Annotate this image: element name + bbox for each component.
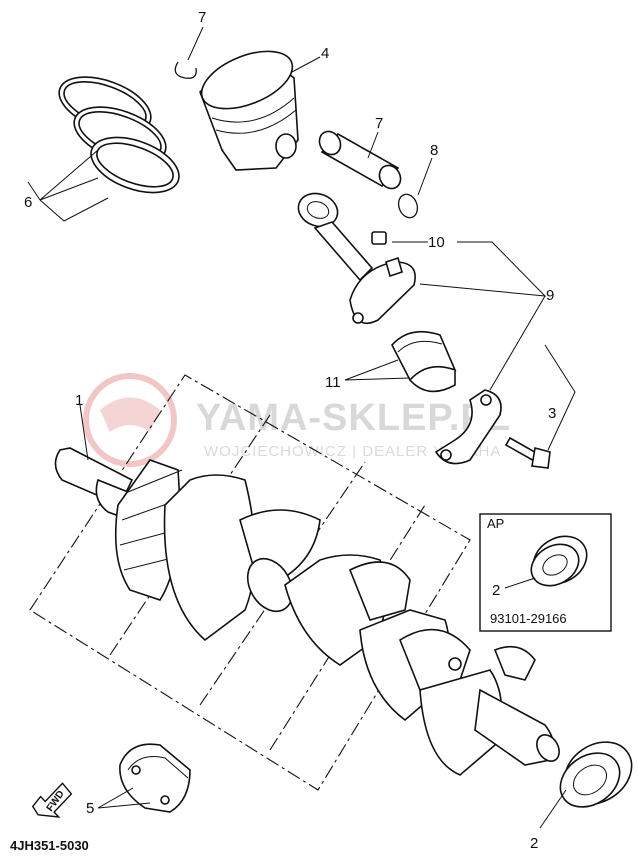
circlip-right <box>397 193 419 219</box>
callout-11: 11 <box>325 374 341 391</box>
fwd-arrow: FWD <box>31 782 73 818</box>
ap-box-title: AP <box>487 516 504 531</box>
cap-bolt <box>504 436 551 469</box>
rod-nut <box>371 231 403 278</box>
callout-1: 1 <box>75 392 83 409</box>
leader-lines <box>27 26 576 829</box>
drawing-number: 4JH351-5030 <box>10 838 89 853</box>
callouts: 7 4 7 8 6 10 9 11 3 1 2 5 2 <box>24 9 556 852</box>
watermark-brand: YAMA-SKLEP.PL <box>196 397 511 439</box>
crankshaft <box>54 447 560 776</box>
ap-part-number: 93101-29166 <box>490 611 567 626</box>
callout-3: 5 <box>86 800 94 817</box>
bearing-shells <box>391 330 457 393</box>
callout-7-top: 7 <box>198 9 206 26</box>
callout-8: 9 <box>546 287 554 304</box>
callout-2-bottom: 2 <box>530 835 538 852</box>
piston-rings <box>58 76 180 194</box>
watermark-logo-ring <box>83 373 177 467</box>
ap-box: AP 93101-29166 <box>479 513 612 632</box>
callout-6: 7 <box>375 115 383 132</box>
piston-pin <box>318 130 402 190</box>
watermark-line2: WOJCIECHOWICZ | DEALER YAMAHA <box>204 443 501 460</box>
callout-9: 3 <box>548 405 556 422</box>
callout-4: 4 <box>321 45 329 62</box>
connecting-rod <box>297 192 416 325</box>
callout-10: 10 <box>428 234 445 251</box>
rod-cap <box>434 389 502 465</box>
main-bearing <box>119 743 191 813</box>
watermark-logo-mark <box>100 397 160 432</box>
callout-2-ap: 2 <box>492 582 500 599</box>
piston <box>199 50 299 171</box>
ap-oil-seal-inner <box>530 543 580 587</box>
callout-5: 6 <box>24 194 32 211</box>
circlip-top <box>174 61 197 79</box>
watermark: YAMA-SKLEP.PL WOJCIECHOWICZ | DEALER YAM… <box>83 373 511 467</box>
oil-seal <box>559 741 633 808</box>
callout-7-right: 8 <box>430 142 438 159</box>
